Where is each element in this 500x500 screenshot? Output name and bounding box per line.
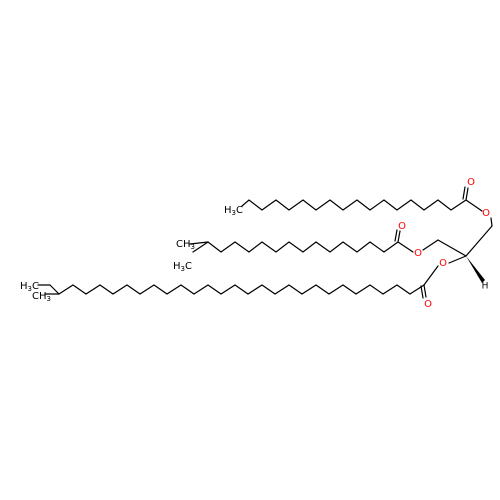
ester-oxygen-2: O <box>414 248 422 259</box>
ester-3 <box>37 265 439 299</box>
carbonyl-oxygen-2: O <box>398 221 406 232</box>
carbonyl-oxygen-3: O <box>424 299 432 310</box>
carbonyl-oxygen-1: O <box>467 177 475 188</box>
terminal-methyl-top: H3C <box>224 205 243 217</box>
branch-methyl-bottom: CH3 <box>32 291 51 303</box>
ethyl-terminal-methyl: H3C <box>20 281 39 293</box>
stereo-wedge <box>466 256 485 283</box>
iso-methyl-upper: CH3 <box>176 239 195 251</box>
atom-labels: O O O O O O H H3C CH3 H3C H3C CH3 <box>20 177 490 310</box>
stereo-hydrogen: H <box>482 282 489 292</box>
ester-1 <box>241 186 483 212</box>
ester-2 <box>189 229 414 253</box>
ester-oxygen-3: O <box>439 258 447 269</box>
glycerol-backbone <box>422 217 493 283</box>
iso-methyl-lower: H3C <box>173 261 192 273</box>
ester-oxygen-1: O <box>482 208 490 219</box>
